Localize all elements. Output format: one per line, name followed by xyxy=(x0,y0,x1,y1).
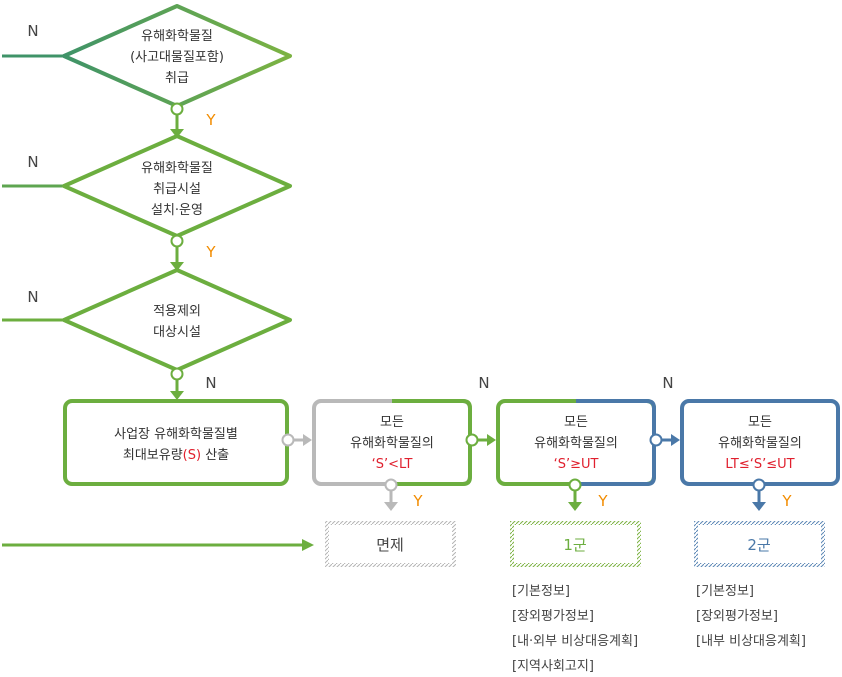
arrow-down-icon xyxy=(568,502,582,511)
decision-2-line-2: 취급시설 xyxy=(153,182,201,197)
condition-1-no-label: N xyxy=(478,374,489,392)
result-group-1: 1군 xyxy=(510,521,641,567)
condition-2-line-2: 유해화학물질의 xyxy=(534,436,618,451)
condition-below-lt: 모든 유해화학물질의 ‘S’<LT N xyxy=(312,374,490,486)
decision-3-line-1: 적용제외 xyxy=(153,304,201,319)
connector-cond1-cond2 xyxy=(465,433,496,447)
process-line-2: 최대보유량(S) 산출 xyxy=(123,448,229,463)
condition-above-ut: 모든 유해화학물질의 ‘S’≥UT N xyxy=(496,374,674,486)
condition-2-line-1: 모든 xyxy=(564,415,588,430)
connector-cond1-exempt: Y xyxy=(384,478,423,511)
condition-3-yes-label: Y xyxy=(781,492,792,510)
list-item: [기본정보] xyxy=(512,584,570,599)
arrow-down-icon xyxy=(384,502,398,511)
result-exempt: 면제 xyxy=(325,521,456,567)
arrow-down-icon xyxy=(170,262,184,271)
no-path-left xyxy=(0,54,314,551)
decision-1-yes-label: Y xyxy=(205,111,216,129)
decision-facility: 유해화학물질 취급시설 설치·운영 N xyxy=(27,134,292,238)
list-item: [내부 비상대응계획] xyxy=(696,634,806,649)
decision-handling: 유해화학물질 (사고대물질포함) 취급 N xyxy=(27,4,292,108)
group-2-requirements: [기본정보] [장외평가정보] [내부 비상대응계획] xyxy=(696,584,806,649)
connector-cond2-cond3 xyxy=(649,433,680,447)
connector-dot-icon xyxy=(649,433,663,447)
condition-2-no-label: N xyxy=(662,374,673,392)
condition-3-line-2: 유해화학물질의 xyxy=(718,436,802,451)
process-max-holding: 사업장 유해화학물질별 최대보유량(S) 산출 xyxy=(63,399,289,486)
decision-exclusion: 적용제외 대상시설 N xyxy=(27,268,292,372)
connector-dot-icon xyxy=(465,433,479,447)
condition-1-line-1: 모든 xyxy=(380,415,404,430)
decision-2-yes-label: Y xyxy=(205,243,216,261)
decision-2-line-1: 유해화학물질 xyxy=(141,161,213,176)
connector-cond2-group1: Y xyxy=(568,478,608,511)
connector-d3-process: N xyxy=(170,367,217,400)
decision-2-line-3: 설치·운영 xyxy=(151,203,203,218)
connector-dot-icon xyxy=(568,478,582,492)
connector-d2-d3: Y xyxy=(170,234,216,271)
arrow-down-icon xyxy=(170,391,184,400)
arrow-down-icon xyxy=(752,502,766,511)
list-item: [장외평가정보] xyxy=(696,609,778,624)
decision-1-no-label: N xyxy=(27,22,38,40)
condition-between: 모든 유해화학물질의 LT≤‘S’≤UT xyxy=(680,399,840,486)
connector-dot-icon xyxy=(170,234,184,248)
connector-cond3-group2: Y xyxy=(752,478,792,511)
decision-1-line-1: 유해화학물질 xyxy=(141,29,213,44)
result-group-2-label: 2군 xyxy=(747,536,771,554)
decision-1-line-2: (사고대물질포함) xyxy=(130,50,224,65)
condition-3-expr: LT≤‘S’≤UT xyxy=(725,457,794,472)
decision-3-branch-label: N xyxy=(205,374,216,392)
result-group-2: 2군 xyxy=(694,521,825,567)
connector-dot-icon xyxy=(281,433,295,447)
condition-1-expr: ‘S’<LT xyxy=(372,457,413,472)
decision-3-line-2: 대상시설 xyxy=(153,325,201,340)
connector-dot-icon xyxy=(170,102,184,116)
condition-1-yes-label: Y xyxy=(412,492,423,510)
result-group-1-label: 1군 xyxy=(563,536,587,554)
decision-3-no-label: N xyxy=(27,288,38,306)
arrow-down-icon xyxy=(170,129,184,138)
connector-dot-icon xyxy=(384,478,398,492)
process-line-1: 사업장 유해화학물질별 xyxy=(114,427,238,442)
condition-2-yes-label: Y xyxy=(597,492,608,510)
connector-d1-d2: Y xyxy=(170,102,216,138)
arrow-to-exempt-icon xyxy=(302,539,314,551)
decision-1-line-3: 취급 xyxy=(165,71,189,86)
connector-dot-icon xyxy=(170,367,184,381)
list-item: [지역사회고지] xyxy=(512,659,594,674)
decision-2-no-label: N xyxy=(27,153,38,171)
result-exempt-label: 면제 xyxy=(376,536,404,554)
arrow-right-icon xyxy=(303,434,312,446)
arrow-right-icon xyxy=(487,434,496,446)
list-item: [내·외부 비상대응계획] xyxy=(512,634,638,649)
connector-process-cond1 xyxy=(281,433,312,447)
condition-2-expr: ‘S’≥UT xyxy=(554,457,599,472)
condition-1-line-2: 유해화학물질의 xyxy=(350,436,434,451)
condition-3-line-1: 모든 xyxy=(748,415,772,430)
group-1-requirements: [기본정보] [장외평가정보] [내·외부 비상대응계획] [지역사회고지] xyxy=(512,584,638,674)
connector-dot-icon xyxy=(752,478,766,492)
arrow-right-icon xyxy=(671,434,680,446)
list-item: [기본정보] xyxy=(696,584,754,599)
list-item: [장외평가정보] xyxy=(512,609,594,624)
